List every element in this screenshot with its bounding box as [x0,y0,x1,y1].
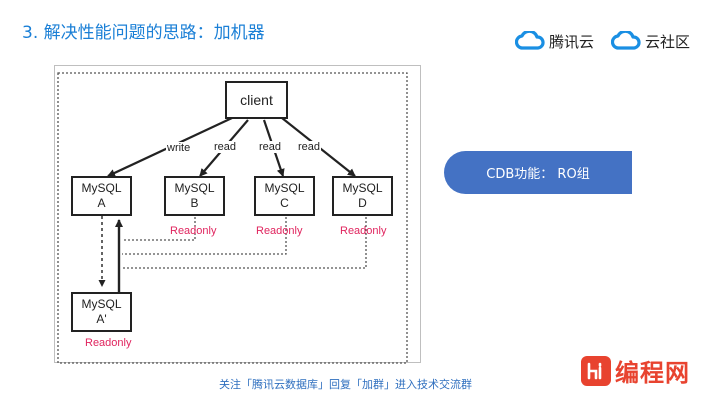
mysql-c-line2: C [280,196,289,210]
cloud-icon [611,31,641,50]
mysql-d-line2: D [358,196,367,210]
readonly-label-a2: Readonly [85,337,132,349]
mysql-b-line2: B [190,196,199,210]
footer-note: 关注「腾讯云数据库」回复「加群」进入技术交流群 [219,378,472,391]
watermark-logo: 编程网 [581,353,690,388]
client-label: client [240,91,273,108]
edge-label-read-d: read [297,141,322,153]
mysql-c-node: MySQL C [254,176,315,216]
mysql-b-node: MySQL B [164,176,225,216]
cloud-community-logo: 云社区 [611,28,690,54]
mysql-a-line2: A [97,196,106,210]
mysql-a-node: MySQL A [71,176,132,216]
edge-label-read-c: read [258,141,283,153]
replication-boundary [57,72,408,364]
mysql-a-line1: MySQL [81,181,122,195]
cloud-icon [515,31,545,50]
readonly-label-c: Readonly [256,225,303,237]
watermark-text: 编程网 [615,359,690,387]
edge-label-read-b: read [213,141,238,153]
cloud-community-logo-text: 云社区 [645,32,691,51]
readonly-label-d: Readonly [340,225,387,237]
cdb-feature-callout: CDB功能： RO组 [444,151,632,194]
mysql-d-line1: MySQL [342,181,383,195]
cdb-feature-callout-text: CDB功能： RO组 [486,167,590,182]
mysql-a2-line2: A' [96,312,107,326]
replication-d-to-a [122,217,367,269]
edge-label-write: write [166,142,192,154]
mysql-a2-line1: MySQL [81,297,122,311]
page-title: 3. 解决性能问题的思路：加机器 [22,23,265,43]
client-node: client [225,81,288,119]
mysql-c-line1: MySQL [264,181,305,195]
tencent-cloud-logo-text: 腾讯云 [549,32,595,51]
replication-c-to-a [122,217,287,255]
tencent-cloud-logo: 腾讯云 [515,28,594,54]
readonly-label-b: Readonly [170,225,217,237]
mysql-b-line1: MySQL [174,181,215,195]
mysql-d-node: MySQL D [332,176,393,216]
mysql-a2-node: MySQL A' [71,292,132,332]
watermark-badge-icon [581,355,611,386]
